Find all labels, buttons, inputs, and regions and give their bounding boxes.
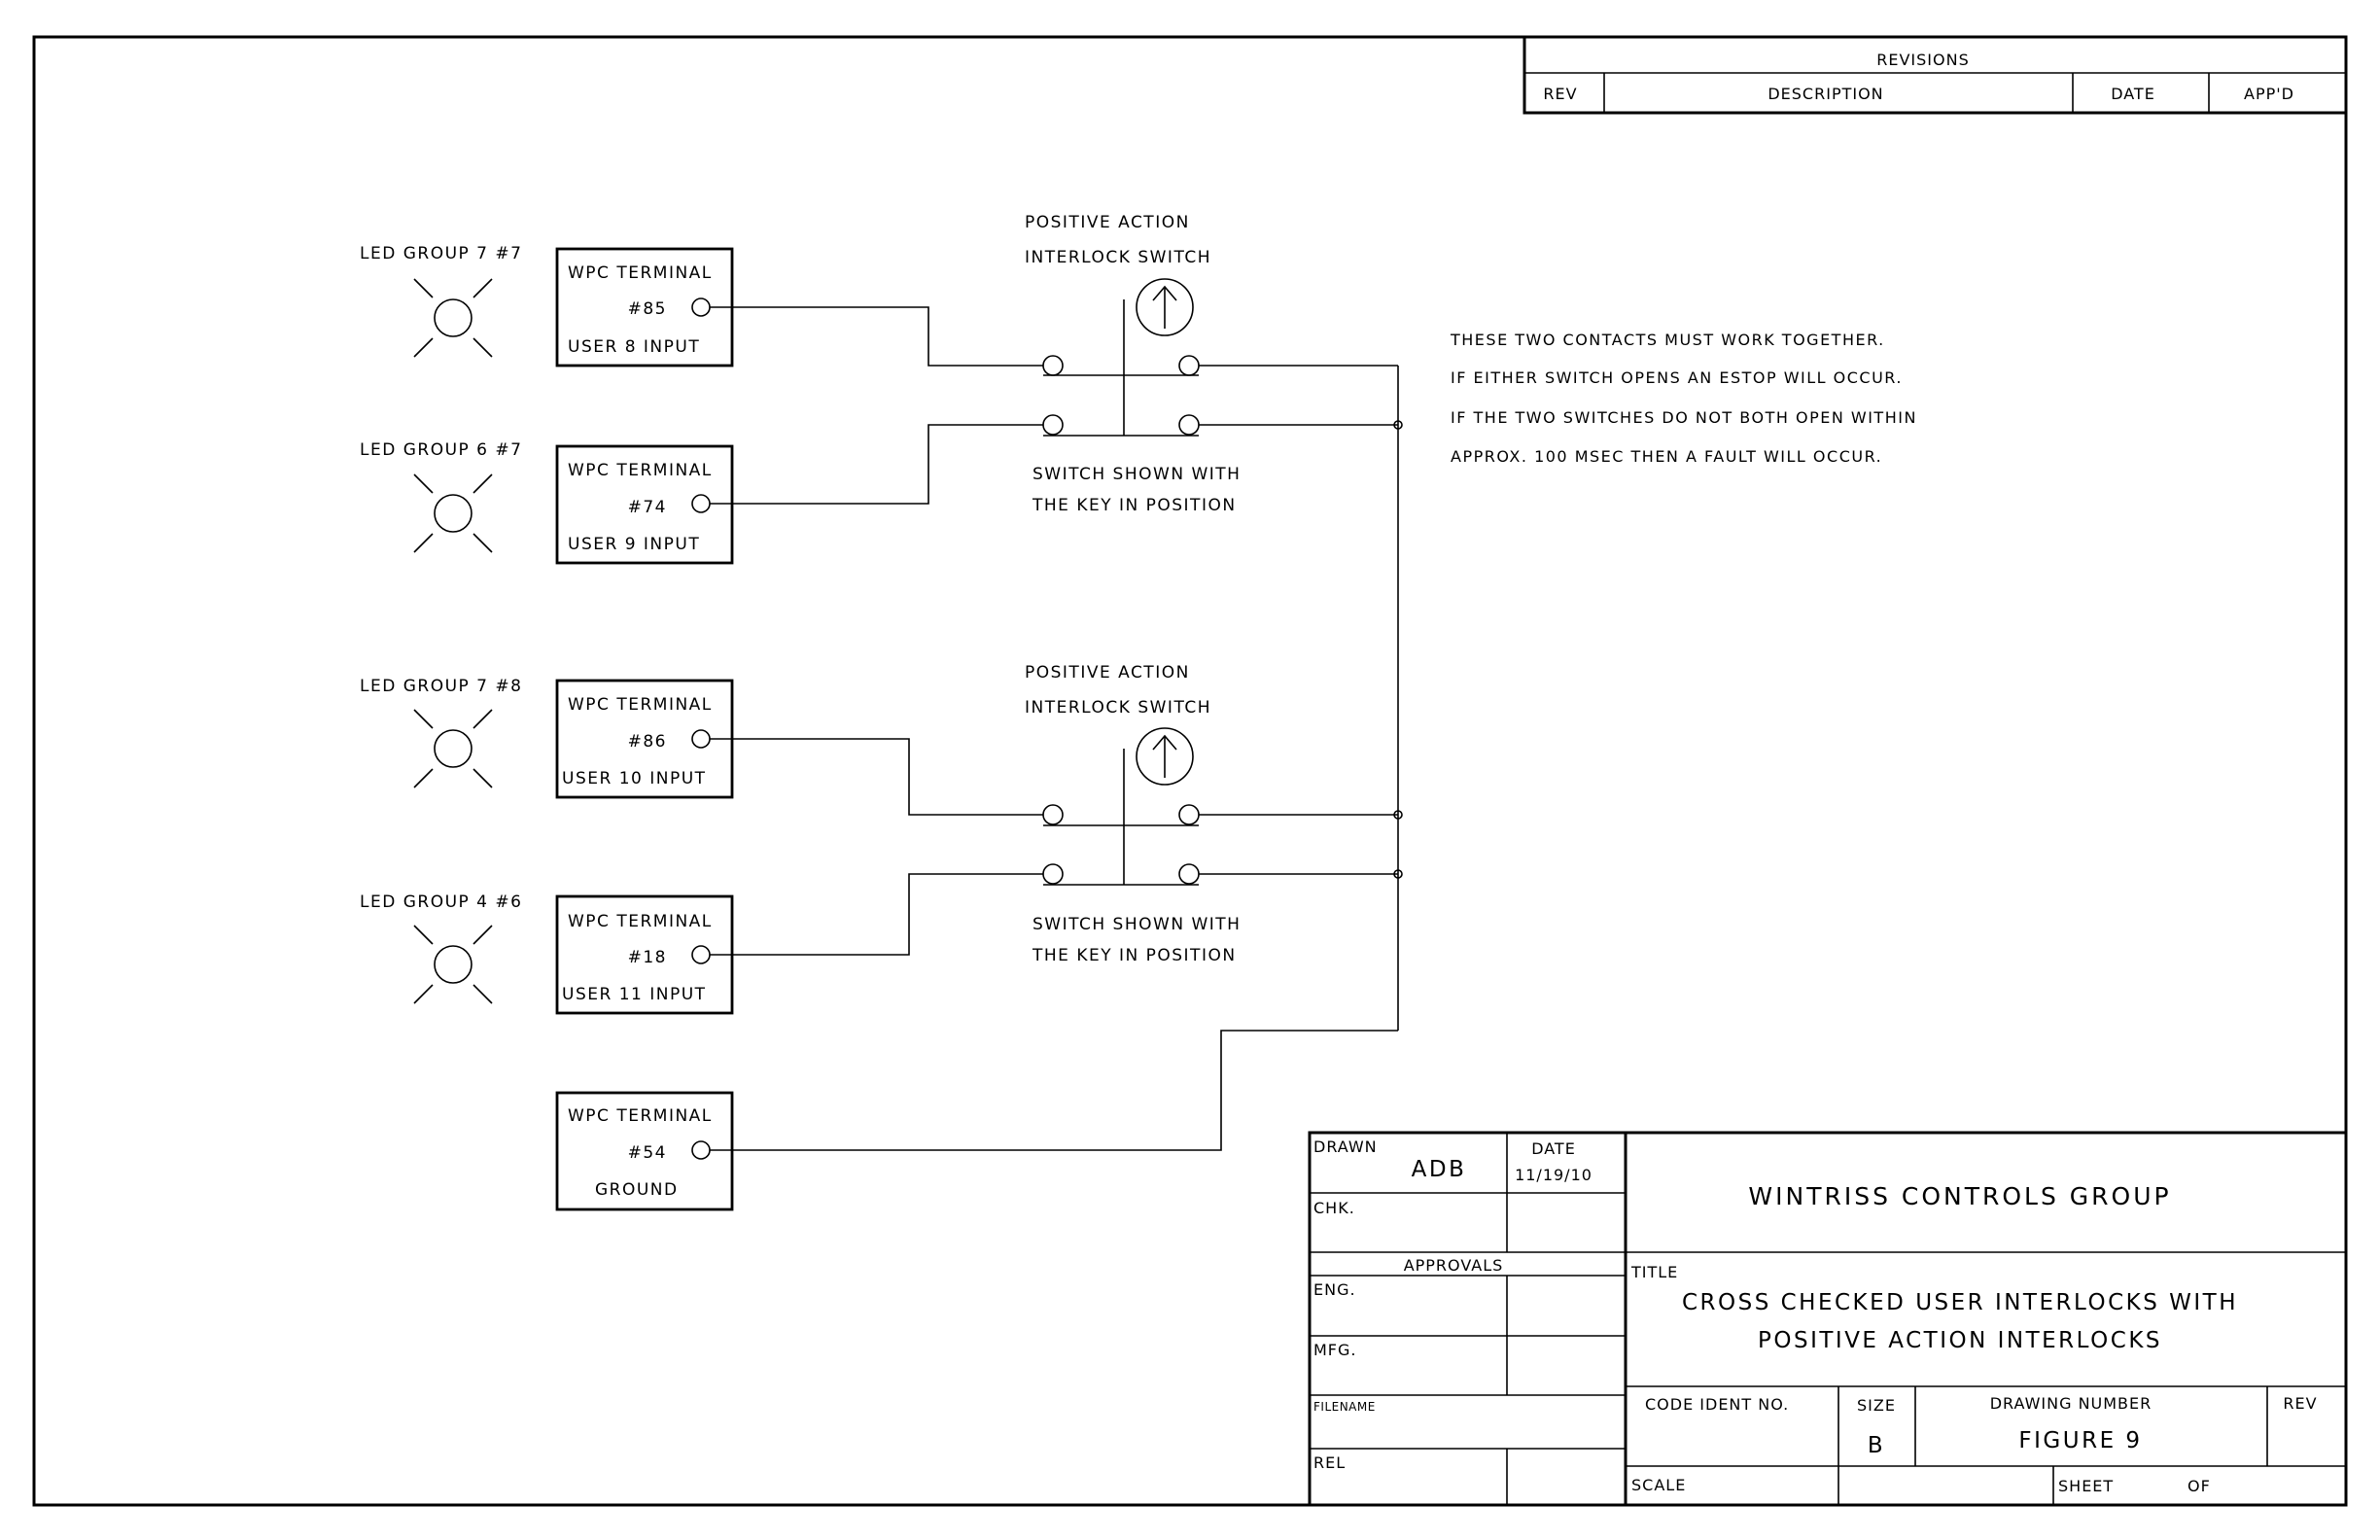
rev-label: REV (2283, 1394, 2317, 1413)
terminal-number: #86 (628, 732, 667, 752)
junction-dot (1393, 869, 1403, 879)
contact (1042, 414, 1064, 436)
title-block: DRAWN ADB DATE 11/19/10 CHK. APPROVALS E… (1308, 1131, 2348, 1507)
contact (1178, 804, 1200, 825)
wire-86 (710, 738, 1043, 816)
size-value: B (1868, 1433, 1885, 1458)
description-column-header: DESCRIPTION (1768, 85, 1883, 103)
switch-caption-line1: SWITCH SHOWN WITH (1032, 465, 1241, 484)
wire-18 (710, 873, 1043, 956)
revisions-title: REVISIONS (1876, 51, 1969, 69)
switch-caption-line2: THE KEY IN POSITION (1032, 496, 1237, 515)
key-arrow-icon (1136, 278, 1194, 336)
terminal-connector (691, 298, 711, 317)
switch-caption-line2: THE KEY IN POSITION (1032, 946, 1237, 965)
terminal-box-74: WPC TERMINAL #74 USER 9 INPUT (555, 444, 734, 565)
eng-label: ENG. (1313, 1280, 1356, 1299)
switch-caption-line1: SWITCH SHOWN WITH (1032, 915, 1241, 934)
terminal-box-54: WPC TERMINAL #54 GROUND (555, 1091, 734, 1211)
terminal-input: USER 10 INPUT (562, 769, 707, 788)
led-label: LED GROUP 4 #6 (360, 892, 522, 912)
terminal-title: WPC TERMINAL (568, 695, 713, 715)
rev-column-header: REV (1543, 85, 1577, 103)
contact (1178, 355, 1200, 376)
approvals-label: APPROVALS (1404, 1256, 1504, 1275)
company-name: WINTRISS CONTROLS GROUP (1748, 1182, 2171, 1210)
size-label: SIZE (1857, 1396, 1896, 1415)
terminal-input: USER 11 INPUT (562, 985, 707, 1004)
led-indicator-1: LED GROUP 7 #7 (360, 244, 522, 358)
terminal-connector (691, 494, 711, 513)
code-ident-label: CODE IDENT NO. (1645, 1395, 1789, 1414)
switch-label-line2: INTERLOCK SWITCH (1025, 698, 1211, 718)
wire-74 (710, 424, 1043, 505)
switch-label-line1: POSITIVE ACTION (1025, 663, 1190, 682)
key-arrow-icon (1136, 727, 1194, 786)
date-label: DATE (1531, 1139, 1576, 1158)
filename-label: FILENAME (1313, 1400, 1376, 1414)
note-line: IF EITHER SWITCH OPENS AN ESTOP WILL OCC… (1451, 368, 1903, 387)
terminal-connector (691, 945, 711, 964)
led-indicator-3: LED GROUP 7 #8 (360, 677, 522, 788)
terminal-number: #18 (628, 948, 667, 967)
revisions-block: REVISIONS REV DESCRIPTION DATE APP'D (1522, 35, 2348, 115)
terminal-box-85: WPC TERMINAL #85 USER 8 INPUT (555, 247, 734, 368)
terminal-connector (691, 729, 711, 749)
terminal-number: #85 (628, 299, 667, 319)
of-label: OF (2188, 1477, 2211, 1495)
terminal-input: USER 8 INPUT (568, 337, 700, 357)
terminal-box-18: WPC TERMINAL #18 USER 11 INPUT (555, 894, 734, 1015)
date-column-header: DATE (2111, 85, 2155, 103)
drawn-label: DRAWN (1313, 1138, 1378, 1156)
switch-label-line2: INTERLOCK SWITCH (1025, 248, 1211, 267)
interlock-switch-1: POSITIVE ACTION INTERLOCK SWITCH SWITCH … (1025, 213, 1241, 515)
note-line: APPROX. 100 MSEC THEN A FAULT WILL OCCUR… (1451, 447, 1882, 466)
notes: THESE TWO CONTACTS MUST WORK TOGETHER. I… (1450, 331, 1917, 466)
terminal-title: WPC TERMINAL (568, 1106, 713, 1126)
terminal-input: USER 9 INPUT (568, 535, 700, 554)
drawn-date: 11/19/10 (1515, 1166, 1592, 1184)
led-indicator-2: LED GROUP 6 #7 (360, 440, 522, 553)
wire-85 (710, 306, 1043, 367)
led-indicator-4: LED GROUP 4 #6 (360, 892, 522, 1004)
terminal-connector (691, 1140, 711, 1160)
appd-column-header: APP'D (2244, 85, 2294, 103)
contact (1042, 863, 1064, 885)
drawing-number-label: DRAWING NUMBER (1990, 1394, 2152, 1413)
note-line: IF THE TWO SWITCHES DO NOT BOTH OPEN WIT… (1451, 408, 1917, 427)
drawing-number: FIGURE 9 (2018, 1428, 2142, 1453)
wiring (710, 306, 1403, 1151)
contact (1178, 863, 1200, 885)
terminal-title: WPC TERMINAL (568, 912, 713, 931)
switch-label-line1: POSITIVE ACTION (1025, 213, 1190, 232)
terminal-number: #54 (628, 1143, 667, 1163)
interlock-switch-2: POSITIVE ACTION INTERLOCK SWITCH SWITCH … (1025, 663, 1241, 965)
chk-label: CHK. (1313, 1199, 1355, 1217)
terminal-box-86: WPC TERMINAL #86 USER 10 INPUT (555, 679, 734, 799)
drawing-border (32, 35, 2348, 1507)
terminal-title: WPC TERMINAL (568, 461, 713, 480)
junction-dot (1393, 420, 1403, 430)
drawn-by: ADB (1412, 1157, 1467, 1182)
junction-dot (1393, 810, 1403, 820)
terminal-title: WPC TERMINAL (568, 263, 713, 283)
terminal-number: #74 (628, 498, 667, 517)
terminal-input: GROUND (595, 1180, 679, 1200)
contact (1042, 804, 1064, 825)
contact (1042, 355, 1064, 376)
drawing-title-line2: POSITIVE ACTION INTERLOCKS (1758, 1328, 2162, 1353)
wire-54-ground (710, 1030, 1398, 1151)
led-label: LED GROUP 6 #7 (360, 440, 522, 460)
note-line: THESE TWO CONTACTS MUST WORK TOGETHER. (1450, 331, 1885, 349)
rel-label: REL (1313, 1453, 1346, 1472)
sheet-label: SHEET (2058, 1477, 2114, 1495)
scale-label: SCALE (1631, 1476, 1686, 1494)
title-label: TITLE (1630, 1263, 1678, 1281)
led-label: LED GROUP 7 #7 (360, 244, 522, 263)
contact (1178, 414, 1200, 436)
led-label: LED GROUP 7 #8 (360, 677, 522, 696)
drawing-title-line1: CROSS CHECKED USER INTERLOCKS WITH (1682, 1290, 2238, 1315)
mfg-label: MFG. (1313, 1341, 1357, 1359)
